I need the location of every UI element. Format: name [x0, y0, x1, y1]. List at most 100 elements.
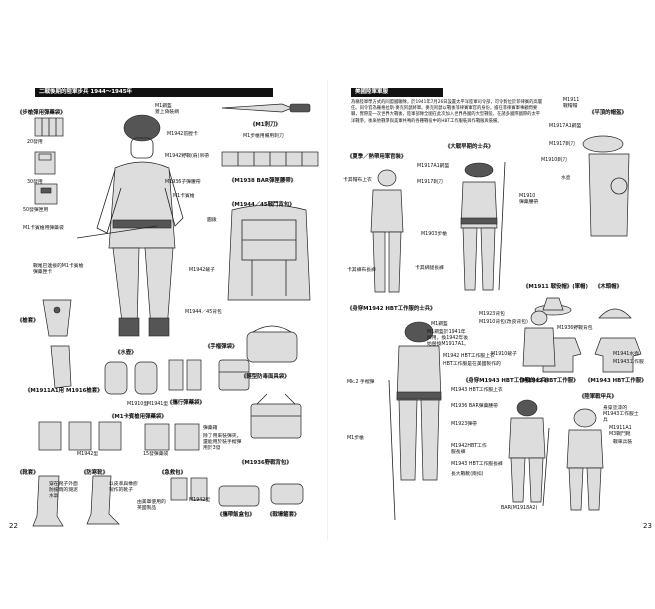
bar-belt-illustration: [221, 151, 319, 167]
label-pouch-note: 除了用來裝彈夾，還能用於裝手榴彈用於3發: [203, 434, 242, 451]
label-m1911-cap: M1911 戰帽帽: [563, 98, 580, 109]
label-m1910-shovel: M1910鏟子: [491, 352, 517, 357]
label-m1-rifle-r: M1步槍: [347, 436, 364, 441]
label-hbt-trouser: M1942HBT工作 服長褲: [451, 444, 487, 455]
caption-m1942-hbt-jacket: 《M1942 HBT工作服》: [517, 378, 579, 384]
m1916-holster-illustration: [50, 345, 72, 389]
label-rounds-50: 50發彈匣用: [23, 208, 49, 213]
label-m1943-hbt-top: M1943 HBT工作服上衣: [451, 388, 503, 393]
label-boots-note: 穿在靴子外面 防擋雨的濺泥 水氣: [49, 482, 78, 499]
leggings-illustration: [32, 475, 64, 527]
caption-pack: 《M1944／45戰鬥背包》: [229, 202, 295, 208]
label-bar-belt-r: M1936 BAR彈藥腰帶: [451, 404, 498, 409]
ammo-pouch-20-illustration: [34, 117, 64, 137]
grenade-pouch-illustration: [218, 359, 250, 391]
infantry-soldier-illustration: [76, 114, 184, 337]
early-war-soldier-illustration: [460, 161, 506, 291]
label-rounds-20: 20發用: [27, 140, 43, 145]
gas-mask-bag-illustration: [246, 325, 298, 363]
label-m1-rifle: M1卡賓槍: [173, 194, 195, 199]
caption-m1943-hbt-soldier: 《身穿M1943 HBT工作服的士兵》: [463, 378, 552, 384]
caption-first-aid: 《急救包》: [159, 470, 186, 476]
label-first-aid-note: 由美軍使用的 英國製品: [137, 500, 166, 511]
label-m1936: M1936野戰背包: [557, 326, 593, 331]
ammo-pouch-50-illustration: [34, 183, 58, 205]
label-officer-hat: 卡其帽布上衣: [343, 178, 372, 183]
intro-paragraph: 為稱陸軍學方式的同盟國聯隊，於1941年7月26日設置太平洋陸軍司令部，可令對位…: [351, 100, 543, 124]
label-m1917-b: M1917刺刀: [549, 142, 575, 147]
m1-carbine-pouches-illustration: [144, 423, 200, 451]
label-m1942-hbt: M1942 HBT工作服上衣: [443, 354, 495, 359]
caption-m1911-pouch: 《M1911A1用 M1916槍套》: [25, 388, 103, 394]
label-m1943-trouser: M1943 HBT工作服長褲: [451, 462, 503, 467]
entrenching-tool-cover-illustration: [270, 483, 304, 505]
first-aid-pouch-illustration: [170, 477, 208, 501]
m1936-field-bag-illustration: [250, 393, 302, 439]
left-page: 二戰後期的陸軍步兵 1944～1945年: [9, 88, 325, 530]
caption-gas-mask: 《輕型防毒面具袋》: [241, 374, 290, 380]
label-m1942-shovel: M1942鏟子: [189, 268, 215, 273]
m1910-pack-illustration: [522, 310, 556, 367]
officer-illustration: [370, 169, 404, 293]
label-m1-grenade: M1卡賓槍用彈藥袋: [23, 226, 64, 231]
label-m1917a1-b: M1917A1鋼盔: [549, 124, 582, 129]
label-m1942-pack: M1942前膛卡: [167, 132, 198, 137]
label-m1942-aid: M1942型: [189, 498, 211, 503]
m1911-pouches-illustration: [38, 421, 122, 451]
label-m1923-belt: M1923彈帶: [451, 422, 477, 427]
label-m1910: M1910型: [127, 402, 149, 407]
tanker-illustration: [566, 408, 604, 511]
label-hbt-boots: 長大戰靴(兩扣): [451, 472, 484, 477]
label-bayonet-note: M1步槍用備用刺刀: [243, 134, 284, 139]
mess-kit-pouch-illustration: [218, 485, 260, 507]
label-m1910-belt: M1910 彈藥腰帶: [519, 194, 539, 205]
caption-canteen: 《水壺》: [115, 350, 137, 356]
label-m1944-pack: M1944／45背包: [185, 310, 222, 315]
label-m1903: M1903步槍: [421, 232, 447, 237]
ammo-pouch-30-illustration: [34, 151, 56, 175]
combat-pack-illustration: [227, 204, 311, 301]
label-m1936-belt: M1936子彈腰帶: [165, 180, 201, 185]
label-shovel: 圓鍬: [207, 218, 217, 223]
holster-illustration: [42, 299, 72, 337]
m1943-hbt-soldier-illustration: [508, 399, 550, 507]
caption-boots: 《靴套》: [17, 470, 39, 476]
label-combat-boots: 戰車兵裝: [613, 440, 633, 445]
label-m1941: M1941型: [147, 402, 169, 407]
label-puttees: 卡其綁腿長褲: [415, 266, 444, 271]
label-m1-helmet: M1鋼盔: [431, 322, 448, 327]
caption-m1911-helmet: 《M1911 戰役帽》(軍帽): [523, 284, 588, 290]
label-m1942-suspender: M1942野戰(肩)吊帶: [165, 154, 210, 159]
carrier-pouch-illustration: [168, 359, 202, 391]
caption-shoes: 《防寒靴》: [81, 470, 108, 476]
label-water: 水壺: [561, 176, 571, 181]
label-belt-note: 戰尾巴連接的M1卡賓槍 彈藥匣卡: [33, 264, 84, 275]
label-pouch-wb: 彈藥箱: [203, 426, 218, 431]
label-helmet: M1鋼盔 蓋上偽裝網: [155, 104, 179, 115]
caption-holster: 《槍套》: [17, 318, 39, 324]
label-bar: BAR(M1918A2): [501, 506, 538, 511]
label-m1923: M1923背包: [479, 312, 505, 317]
caption-m1-carbine-pouch: 《M1卡賓槍用彈藥袋》: [109, 414, 167, 420]
label-hbt-m1943-top: 身穿塗漆的M1943工作服士兵: [603, 406, 639, 423]
label-m1910-pack: M1910背包(改良背包): [479, 320, 528, 325]
label-shoes-note: 以皮革與橡膠 製作的靴子: [109, 482, 138, 493]
canteen-illustration: [104, 361, 158, 395]
caption-cap: 《木頭帽》: [595, 284, 622, 290]
caption-bar-belt: 《M1938 BAR彈匣腰帶》: [229, 178, 297, 184]
caption-hand-grenade: 《手榴彈袋》: [205, 344, 238, 350]
caption-ammo-bags: 《步槍彈用彈藥袋》: [17, 110, 66, 116]
book-spine-shadow: [327, 80, 328, 540]
jungle-pack-illustration: [582, 135, 630, 237]
caption-summer: 《夏季／熱帶用軍官裝》: [347, 154, 407, 160]
caption-marine-shirt: 《陸軍戰甲兵》: [579, 394, 617, 400]
label-m1917-helmet: M1917刺刀: [417, 180, 443, 185]
right-page-header: 美國陸軍軍服: [351, 88, 443, 97]
label-m1941-sur: M1鋼盔於1941年 採用，換1942年後 始替換M1917A1。: [427, 330, 469, 347]
label-m1943-hbt: M1943工作服: [613, 360, 644, 365]
label-pouch-15: 15發彈藥袋: [143, 452, 169, 457]
label-m1910-b: M1910刺刀: [541, 158, 567, 163]
caption-carrier-pouch: 《攜行彈藥袋》: [167, 400, 205, 406]
caption-m1942-hbt: 《身穿M1942 HBT工作服的士兵》: [347, 306, 436, 312]
fatigue-cap-illustration: [598, 308, 632, 319]
